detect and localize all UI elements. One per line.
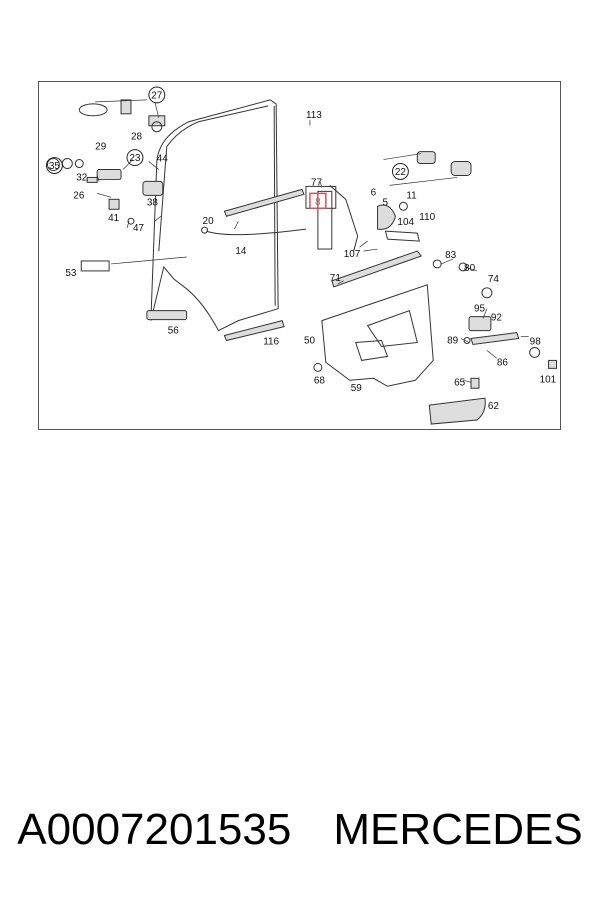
callout-62: 62: [488, 401, 500, 412]
callout-56: 56: [168, 326, 180, 337]
lock-cylinder-group: [78, 99, 166, 133]
right-lock-cylinders: [383, 151, 472, 186]
parts-diagram: 27 113 28 29 23 44 35 32 26 38 41 47 20 …: [38, 81, 561, 430]
leader-lines: [96, 101, 529, 383]
callout-44: 44: [157, 154, 169, 165]
callout-65: 65: [454, 377, 466, 388]
callout-92: 92: [491, 313, 503, 324]
callout-101: 101: [540, 374, 557, 385]
callout-74: 74: [488, 274, 500, 285]
callout-110: 110: [419, 212, 435, 223]
door-frame: [150, 99, 279, 332]
callout-95: 95: [474, 304, 486, 315]
callout-23: 23: [129, 153, 141, 164]
callout-53: 53: [65, 268, 77, 279]
lower-trim-parts: [80, 260, 285, 342]
callout-59: 59: [351, 383, 363, 394]
callout-38: 38: [147, 197, 159, 208]
callout-14: 14: [235, 246, 247, 257]
callout-47: 47: [133, 223, 145, 234]
callout-11: 11: [406, 190, 417, 201]
callout-29: 29: [95, 142, 107, 153]
callout-113: 113: [306, 110, 322, 121]
inner-door-panel: [313, 284, 434, 387]
part-caption: A0007201535 MERCEDES: [0, 800, 600, 860]
callout-28: 28: [131, 132, 143, 143]
window-channel: [201, 188, 307, 236]
callout-77: 77: [311, 177, 323, 188]
callout-27: 27: [151, 90, 163, 101]
callout-41: 41: [108, 213, 120, 224]
callout-26: 26: [73, 190, 85, 201]
callout-89: 89: [447, 335, 459, 346]
callout-35: 35: [49, 161, 61, 172]
callout-86: 86: [497, 357, 509, 368]
right-small-parts: [428, 316, 558, 425]
callout-6: 6: [371, 187, 377, 198]
callout-107: 107: [344, 249, 361, 260]
callout-71: 71: [330, 273, 342, 284]
callout-116: 116: [263, 336, 279, 347]
callout-20: 20: [203, 216, 215, 227]
brand-name: MERCEDES: [333, 805, 583, 854]
lock-mechanism: [305, 185, 420, 252]
callout-50: 50: [304, 335, 316, 346]
part-number: A0007201535: [17, 805, 292, 854]
callout-104: 104: [397, 217, 414, 228]
callout-68: 68: [314, 375, 326, 386]
handle-parts: [46, 158, 164, 229]
callout-80: 80: [464, 263, 476, 274]
callout-98: 98: [530, 336, 542, 347]
callout-labels: 27 113 28 29 23 44 35 32 26 38 41 47 20 …: [45, 86, 557, 412]
callout-8-highlight: [309, 192, 327, 210]
callout-83: 83: [445, 250, 457, 261]
callout-22: 22: [395, 167, 407, 178]
callout-5: 5: [383, 197, 389, 208]
callout-32: 32: [76, 172, 88, 183]
callout-8: 8: [315, 197, 321, 208]
